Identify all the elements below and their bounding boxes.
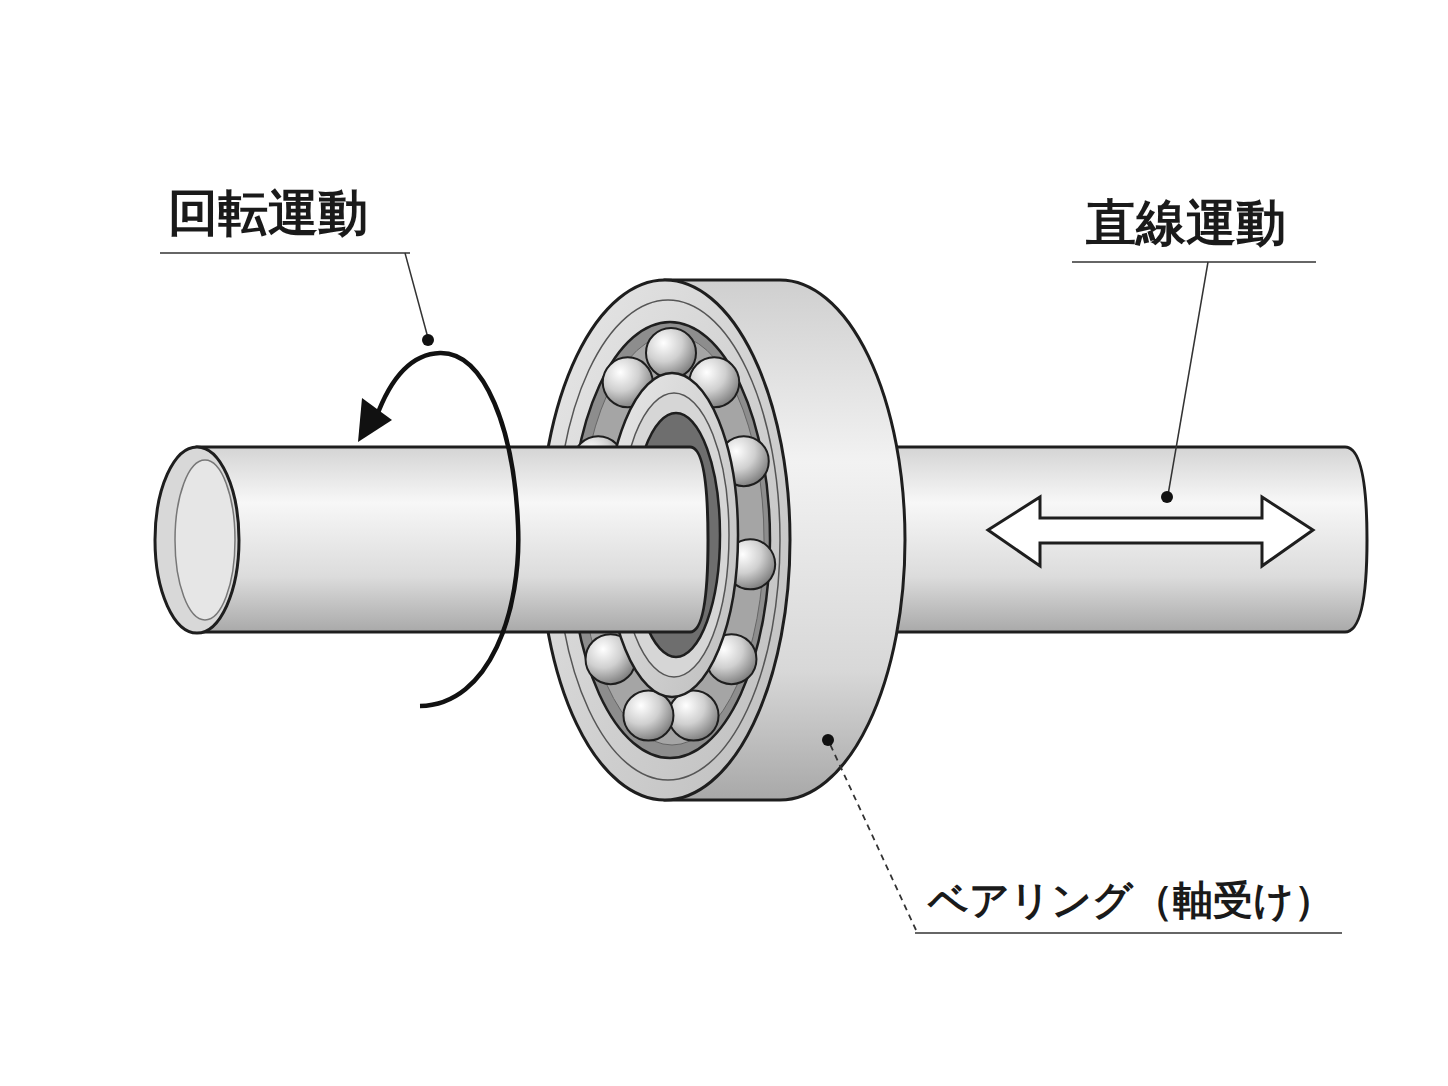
bearing-ball xyxy=(646,328,696,378)
motion-label: 直線運動 xyxy=(1086,196,1286,251)
bearing-ball xyxy=(623,691,673,741)
rotation-arrow xyxy=(358,353,518,706)
leader-lines xyxy=(160,253,1342,933)
part-label: ベアリング（軸受け） xyxy=(928,878,1334,922)
motion-label: 回転運動 xyxy=(168,186,368,241)
bearing-ball xyxy=(669,691,719,741)
shaft-right xyxy=(840,447,1367,632)
shaft-left xyxy=(155,447,708,633)
linear-arrow xyxy=(988,497,1313,566)
